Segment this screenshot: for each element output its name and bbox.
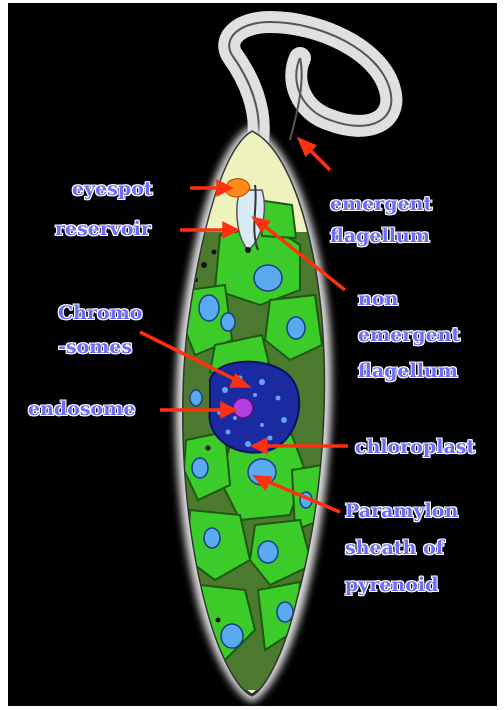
label-emergent-flagellum-line2: flagellum — [330, 225, 430, 247]
label-non-emergent-line3: flagellum — [358, 360, 458, 382]
pyrenoid-3 — [287, 317, 305, 339]
pyrenoid-9 — [221, 624, 243, 648]
label-emergent-flagellum-line1: emergent — [330, 193, 432, 215]
label-paramylon-line2: sheath of — [345, 537, 444, 559]
pyrenoid-4 — [221, 313, 235, 331]
label-chromosomes-line2: -somes — [58, 336, 132, 358]
label-eyespot: eyespot — [72, 178, 153, 200]
label-chromosomes-line1: Chromo — [58, 302, 142, 324]
label-paramylon-line1: Paramylon — [345, 500, 458, 522]
emergent-flagellum — [229, 22, 391, 140]
pyrenoid-8 — [258, 541, 278, 563]
endosome — [233, 398, 253, 418]
label-endosome: endosome — [28, 398, 135, 420]
label-non-emergent-line1: non — [358, 288, 398, 310]
pyrenoid-6 — [192, 458, 208, 478]
label-reservoir: reservoir — [55, 218, 151, 240]
pyrenoid-2 — [199, 295, 219, 321]
label-chloroplast: chloroplast — [355, 436, 475, 458]
label-paramylon-line3: pyrenoid — [345, 574, 438, 596]
pyrenoid-12 — [190, 390, 202, 406]
pyrenoid-10 — [277, 602, 293, 622]
pyrenoid-1 — [254, 265, 282, 291]
pyrenoid-7 — [204, 528, 220, 548]
label-non-emergent-line2: emergent — [358, 324, 460, 346]
